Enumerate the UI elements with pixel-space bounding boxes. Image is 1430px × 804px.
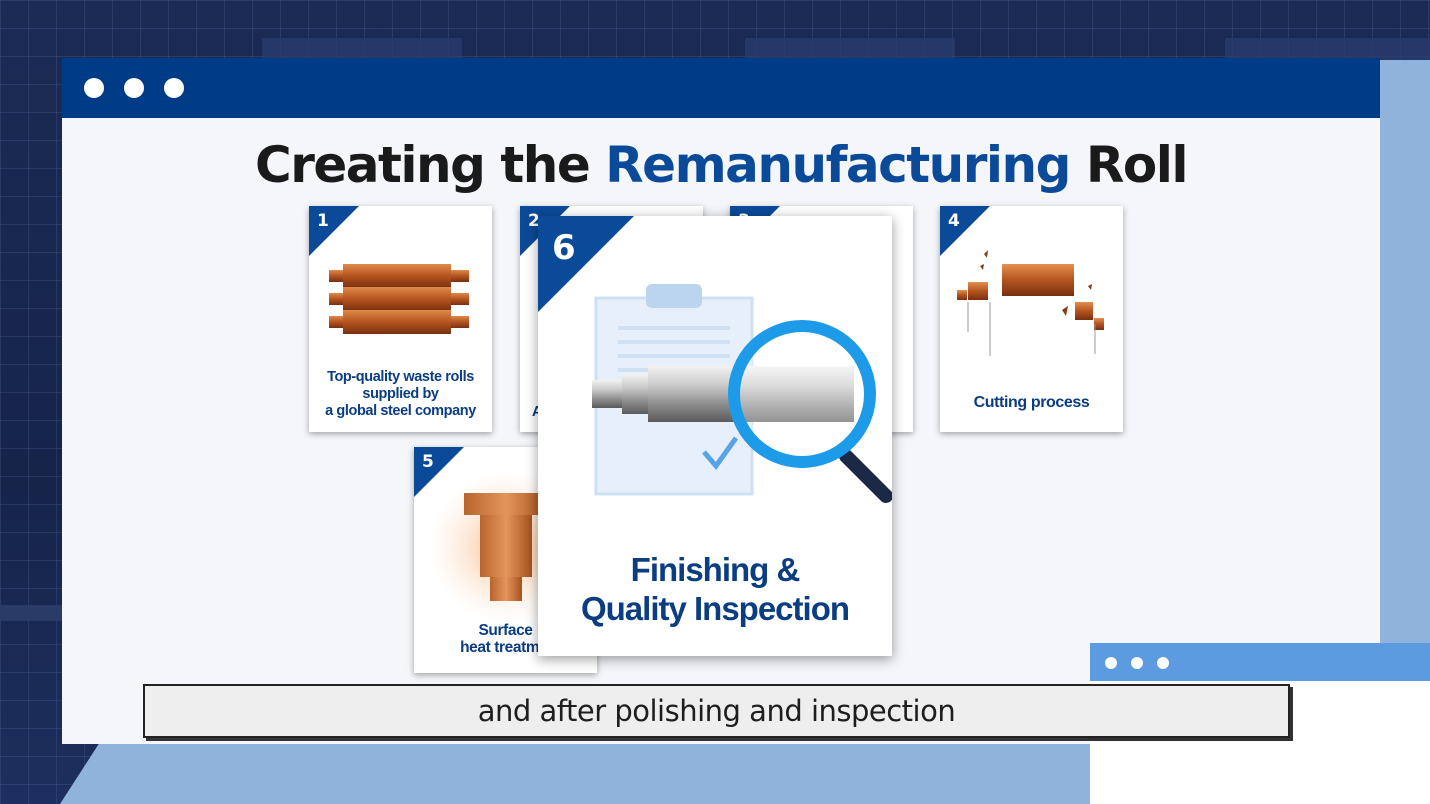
check-icon: [702, 436, 739, 471]
window-dot: [84, 78, 104, 98]
step-label: A: [532, 404, 703, 421]
step-corner: [309, 206, 359, 256]
step-label-line: Surface: [478, 622, 533, 639]
window-header: [62, 58, 1380, 118]
page-title: Creating the Remanufacturing Roll: [62, 136, 1380, 194]
step-label-line: a global steel company: [325, 403, 476, 419]
step-number: 2: [528, 211, 540, 231]
step-card-6: 6 Finishing & Quality Inspection: [538, 216, 892, 656]
title-suffix: Roll: [1069, 136, 1189, 194]
step-corner: [538, 216, 634, 312]
subtitle-text: and after polishing and inspection: [477, 694, 956, 728]
popup-dot: [1157, 657, 1169, 669]
step-label: Cutting process: [940, 394, 1123, 411]
subtitle-bar: and after polishing and inspection: [143, 684, 1290, 738]
step-label-line: Cutting process: [973, 394, 1090, 411]
title-prefix: Creating the: [255, 136, 606, 194]
step-label-line: Quality Inspection: [580, 590, 850, 627]
popup-dot: [1131, 657, 1143, 669]
step-number: 5: [422, 452, 434, 472]
step-label-line: Top-quality waste rolls: [327, 369, 474, 385]
magnifier-icon: [728, 320, 892, 503]
copper-rolls-icon: [329, 264, 469, 334]
step-card-1: 1 Top-quality waste rolls supplied by a …: [309, 206, 492, 432]
window-dot: [164, 78, 184, 98]
finishing-illustration: [592, 284, 892, 503]
bg-top-shape: [1225, 38, 1430, 60]
popup-window: [1090, 643, 1430, 804]
step-label: Finishing & Quality Inspection: [538, 550, 892, 628]
step-number: 6: [552, 228, 576, 268]
bg-top-shape: [745, 38, 955, 60]
bg-top-shape: [262, 38, 462, 60]
light-panel-bottom: [60, 742, 1090, 804]
bg-side-band: [0, 605, 70, 621]
popup-header: [1090, 643, 1430, 681]
step-label-line: A: [532, 404, 703, 421]
step-label-line: Finishing &: [630, 551, 801, 588]
step-corner: [414, 447, 464, 497]
step-label-line: heat treatm...: [460, 639, 551, 656]
popup-dot: [1105, 657, 1117, 669]
step-label: Top-quality waste rolls supplied by a gl…: [309, 369, 492, 420]
step-corner: [940, 206, 990, 256]
step-card-4: 4 Cutting process: [940, 206, 1123, 432]
title-accent: Remanufacturing: [605, 136, 1071, 194]
step-label: Surface heat treatm...: [414, 622, 597, 656]
step-label-line: supplied by: [362, 386, 439, 402]
cut-roll-icon: [957, 250, 1104, 356]
step-number: 1: [317, 211, 329, 231]
step-number: 4: [948, 211, 960, 231]
window-dot: [124, 78, 144, 98]
